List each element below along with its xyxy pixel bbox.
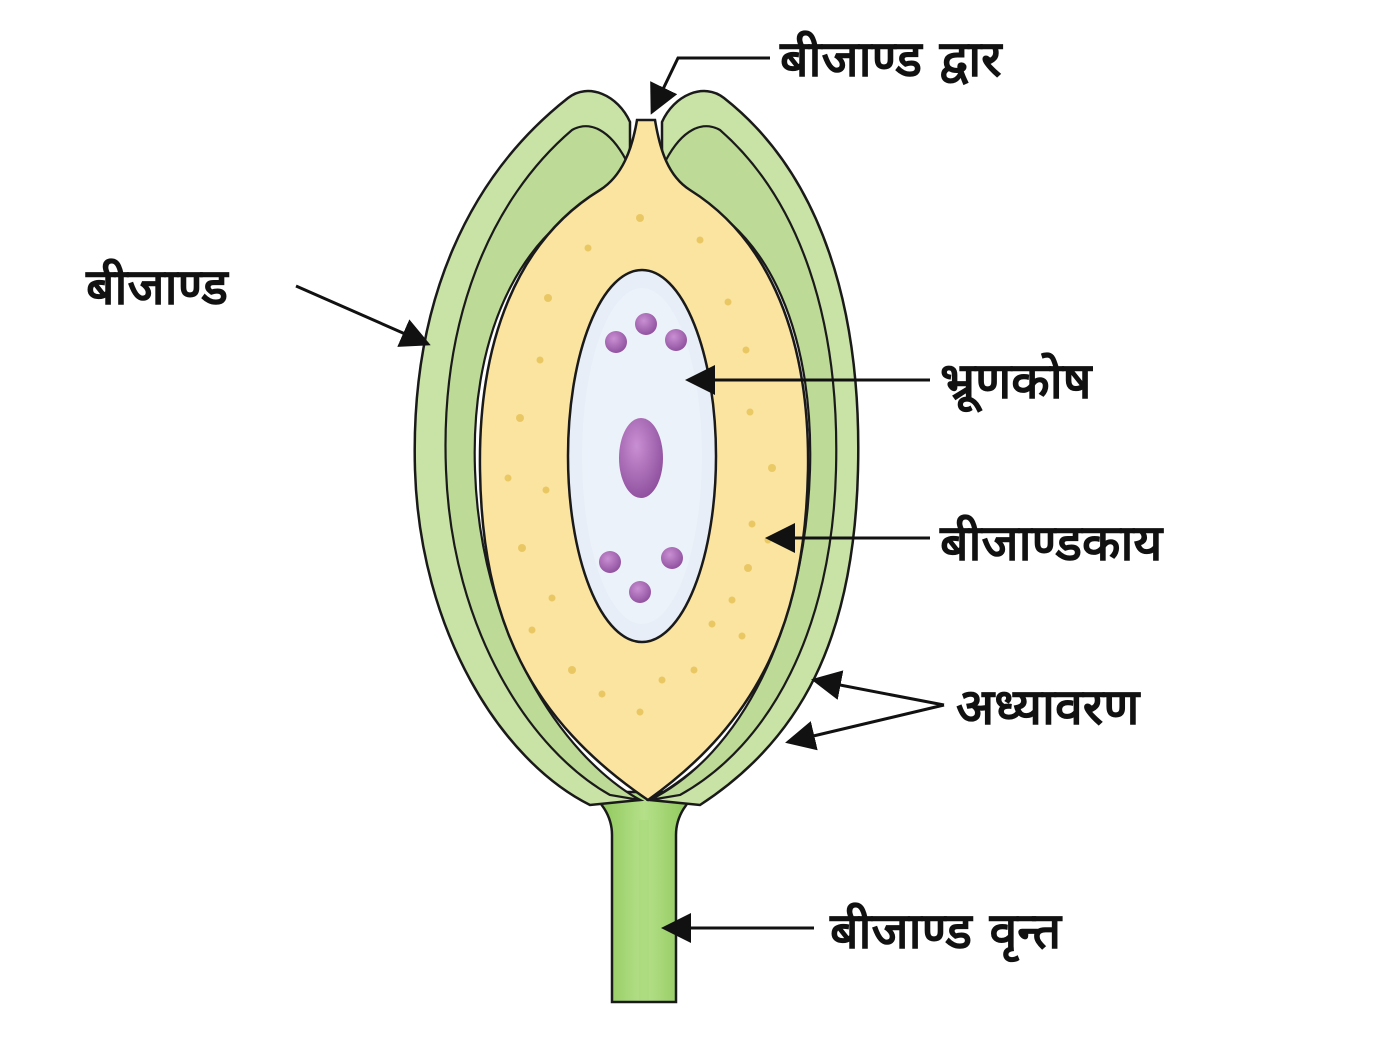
nucellus-label: बीजाण्डकाय: [939, 514, 1164, 572]
nucleus-bottom-3: [629, 581, 651, 603]
leader-lines: [295, 56, 945, 943]
nucleus-bottom-2: [661, 547, 683, 569]
funicle: [583, 790, 705, 1004]
funicle-label: बीजाण्ड वृन्त: [829, 902, 1063, 963]
embryo-sac-label: भ्रूणकोष: [940, 352, 1094, 413]
nucleus-bottom-1: [599, 551, 621, 573]
integument-pointer-1: [811, 670, 945, 707]
ovule-pointer: [295, 284, 431, 347]
right-inner-integument: [649, 125, 838, 802]
embryo-sac: [566, 268, 718, 644]
left-inner-integument: [444, 125, 641, 802]
micropyle-pointer: [650, 56, 770, 115]
integuments-label: अध्यावरण: [956, 678, 1141, 736]
nucleus-top-3: [665, 329, 687, 351]
ovule-label: बीजाण्ड: [85, 258, 230, 316]
integument-pointer-2: [785, 703, 945, 751]
central-nucleus: [619, 418, 663, 498]
nucleus-top-2: [635, 313, 657, 335]
micropyle-label: बीजाण्ड द्वार: [779, 30, 1003, 88]
nucleus-top-1: [605, 331, 627, 353]
